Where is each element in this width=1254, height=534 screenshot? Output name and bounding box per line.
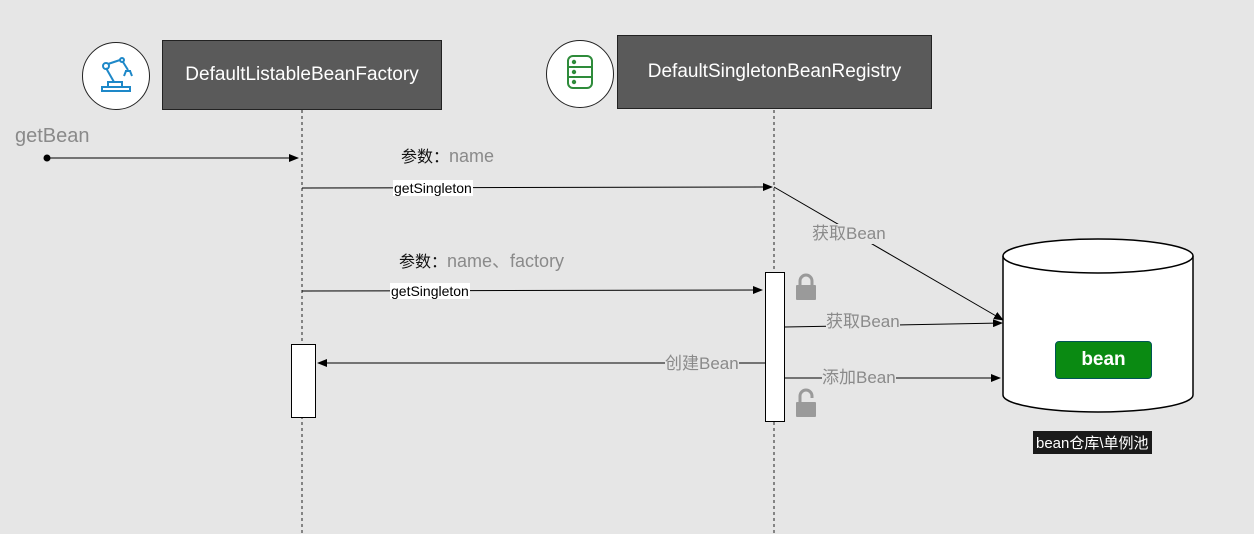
call1-param-value: name <box>449 146 495 166</box>
factory-icon-circle <box>82 42 150 110</box>
bean-store-cylinder <box>1002 238 1194 413</box>
get-bean-label: getBean <box>15 125 90 147</box>
lock-open-icon <box>794 388 818 423</box>
call2-params: 参数：name、factory <box>399 247 564 273</box>
get-bean-1-label: 获取Bean <box>812 224 886 244</box>
factory-activation <box>291 344 316 418</box>
call1-param-prefix: 参数： <box>401 149 450 166</box>
registry-lifeline-header: DefaultSingletonBeanRegistry <box>617 35 932 109</box>
call1-arrow <box>301 183 773 192</box>
get-bean-1-arrow <box>773 186 1004 321</box>
registry-activation <box>765 272 785 422</box>
factory-title: DefaultListableBeanFactory <box>185 64 419 85</box>
create-bean-label: 创建Bean <box>665 354 739 374</box>
call2-arrow <box>301 286 763 295</box>
get-bean-2-label: 获取Bean <box>826 312 900 332</box>
robot-arm-icon <box>96 54 136 99</box>
registry-title: DefaultSingletonBeanRegistry <box>647 61 902 82</box>
add-bean-label: 添加Bean <box>822 368 896 388</box>
call1-params: 参数：name <box>401 143 494 167</box>
call2-param-prefix: 参数： <box>399 254 448 271</box>
call2-param-value: name、factory <box>447 251 565 271</box>
database-icon <box>563 53 597 96</box>
registry-icon-circle <box>546 40 614 108</box>
factory-lifeline-header: DefaultListableBeanFactory <box>162 40 442 110</box>
call2-method: getSingleton <box>390 283 470 299</box>
store-caption: bean仓库\单例池 <box>1033 431 1152 454</box>
call1-method: getSingleton <box>393 180 473 196</box>
lock-closed-icon <box>794 273 818 306</box>
bean-item: bean <box>1055 341 1152 379</box>
